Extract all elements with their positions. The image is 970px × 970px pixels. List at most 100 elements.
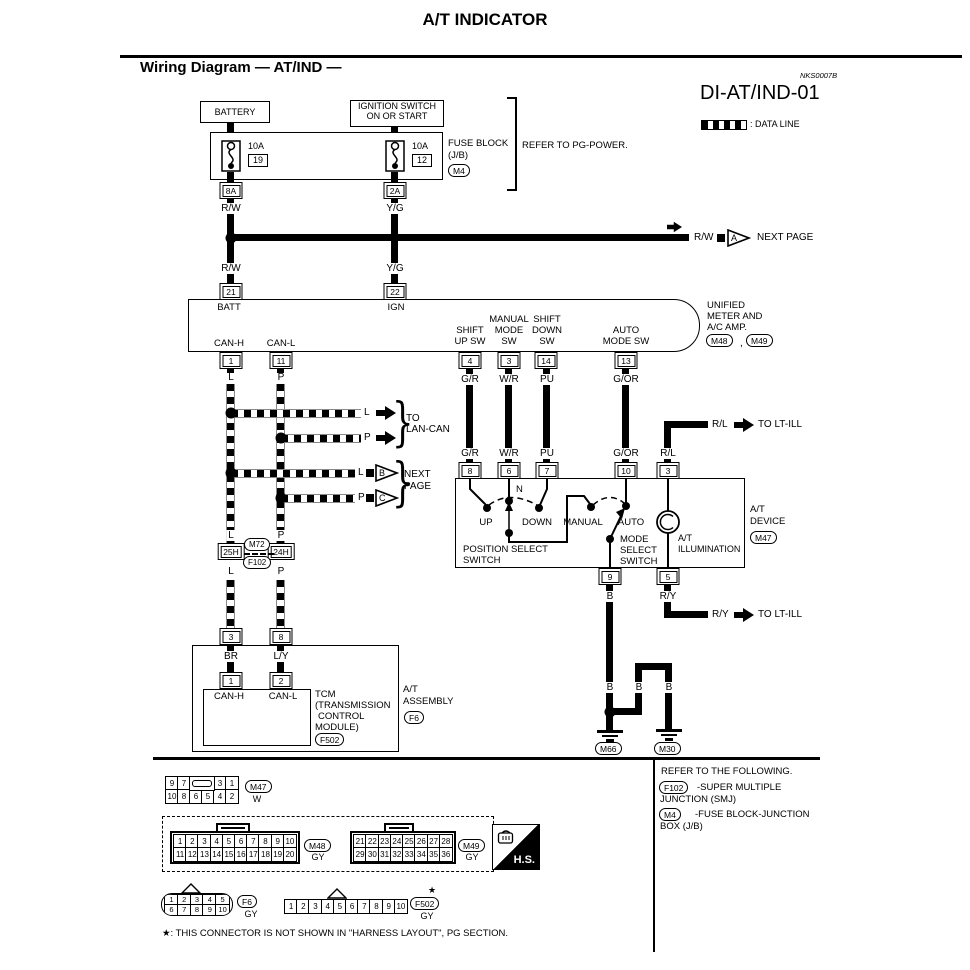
at-device-box xyxy=(455,478,745,568)
pin-cell: 11 xyxy=(172,847,188,862)
fuse2-out-wire xyxy=(391,172,398,182)
fuse-block-box xyxy=(210,132,443,180)
pu-wire xyxy=(543,368,550,462)
terminal-13: 13 xyxy=(614,352,638,369)
wire-label-gor: G/OR xyxy=(611,374,641,385)
wire-label-rl: R/L xyxy=(658,448,678,459)
mode-select-label-3: SWITCH xyxy=(620,556,658,567)
terminal-2a: 2A xyxy=(383,182,407,199)
ground-icon xyxy=(655,729,683,743)
connector-ref-f502: F502 xyxy=(315,733,345,746)
gr-wire xyxy=(466,368,473,462)
pin-cell: 6 xyxy=(164,904,179,915)
pin-cell: 2 xyxy=(176,894,192,906)
pin-cell: 1 xyxy=(283,899,299,914)
next-page-wire-label: R/W xyxy=(694,232,714,243)
pin-cell: 10 xyxy=(215,904,230,915)
footer-separator xyxy=(653,757,655,952)
terminal-3: 3 xyxy=(497,352,521,369)
to-lt-ill-arrow-icon xyxy=(734,608,754,622)
wire-label-b: B xyxy=(604,591,616,602)
pin-cell: 12 xyxy=(185,847,200,862)
ry-branch-wire xyxy=(664,611,708,618)
can-l-stub xyxy=(277,368,284,373)
pin-cell: 18 xyxy=(258,847,273,862)
pin-cell: 8 xyxy=(258,834,273,849)
wire-label-gor: G/OR xyxy=(611,448,641,459)
ground-bridge-wire xyxy=(635,663,672,670)
pin-cell: 31 xyxy=(377,847,392,862)
terminal-4: 4 xyxy=(458,352,482,369)
pin-cell: 20 xyxy=(282,847,297,862)
refer-item1-text2: JUNCTION (SMJ) xyxy=(660,794,736,805)
pin-cell: 17 xyxy=(246,847,261,862)
wire-label-p: P xyxy=(275,530,287,541)
pin-cell: 21 xyxy=(352,834,368,849)
pin-cell: 9 xyxy=(202,904,218,915)
page-connector-triangle-icon xyxy=(375,489,399,507)
mode-select-label-2: SELECT xyxy=(620,545,657,556)
pin-cell: 5 xyxy=(332,899,347,914)
wire-label-p: P xyxy=(358,492,365,503)
pin-cell: 9 xyxy=(165,776,179,791)
pin-cell: 4 xyxy=(213,789,227,804)
page-connector-letter: B xyxy=(379,468,386,478)
can-l-branch-next xyxy=(281,494,355,503)
mode-select-label-1: MODE xyxy=(620,534,649,545)
pin-cell: 8 xyxy=(189,904,205,915)
pin-cell: 8 xyxy=(177,789,191,804)
pin-cell: 19 xyxy=(270,847,285,862)
fuse2-amp: 10A xyxy=(412,141,429,151)
at-assembly-label-1: A/T xyxy=(403,684,418,695)
pin-cell: 2 xyxy=(225,789,239,804)
can-h-junction-dot xyxy=(225,467,237,479)
ignition-switch-box: IGNITION SWITCH ON OR START xyxy=(350,100,444,127)
terminal-9: 9 xyxy=(598,568,622,585)
meter-name-1: UNIFIED xyxy=(707,300,745,311)
connector-ref-f102: F102 xyxy=(659,781,689,794)
connector-ref-m48: M48 xyxy=(304,839,331,852)
switch-label-up: UP xyxy=(479,517,493,528)
wire-label-l: L xyxy=(228,372,234,383)
can-h-junction-dot xyxy=(225,407,237,419)
f502-star: ★ xyxy=(428,885,437,895)
tcm-box xyxy=(203,689,311,746)
terminal-1: 1 xyxy=(219,672,243,689)
refer-pg-power: REFER TO PG-POWER. xyxy=(522,140,628,151)
can-l-junction-dot xyxy=(275,432,287,444)
pin-cell: 2 xyxy=(185,834,200,849)
switch-label-auto: AUTO xyxy=(617,517,645,528)
b-ground-wire xyxy=(606,584,613,731)
wire-label-wr: W/R xyxy=(497,448,521,459)
fuse-icon xyxy=(221,140,241,172)
terminal-8: 8 xyxy=(269,628,293,645)
wr-wire xyxy=(505,368,512,462)
hs-label: H.S. xyxy=(513,854,535,866)
pin-cell: 14 xyxy=(209,847,224,862)
pin-cell: 24 xyxy=(389,834,405,849)
pin-cell: 7 xyxy=(357,899,372,914)
footer-divider xyxy=(153,757,820,760)
hs-connector-icon xyxy=(497,830,514,844)
wire-label-yg: Y/G xyxy=(384,203,406,214)
pin-cell: 13 xyxy=(197,847,212,862)
page-connector-letter: A xyxy=(731,233,738,243)
connector-color-m49: GY xyxy=(465,852,479,862)
can-h-branch-next xyxy=(231,469,355,478)
fuse1-amp: 10A xyxy=(248,141,265,151)
section-title: Wiring Diagram — AT/IND — xyxy=(140,59,342,76)
tcm-name-2: (TRANSMISSION xyxy=(315,700,391,711)
connector-ref-m4: M4 xyxy=(659,808,681,821)
terminal-1: 1 xyxy=(219,352,243,369)
ignition-label-1: IGNITION SWITCH xyxy=(358,101,436,111)
refer-item2-text: -FUSE BLOCK-JUNCTION xyxy=(695,809,810,820)
connector-ref-separator: , xyxy=(740,338,743,349)
pin-cell: 3 xyxy=(197,834,212,849)
pin-cell: 10 xyxy=(165,789,179,804)
